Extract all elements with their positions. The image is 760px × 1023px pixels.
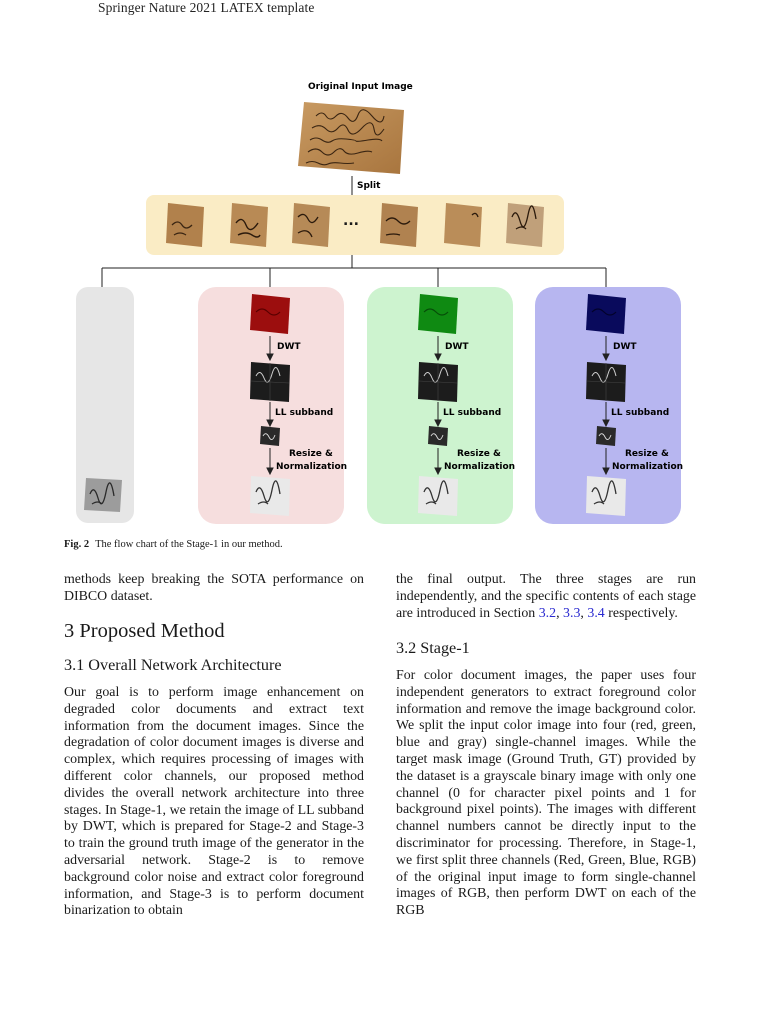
red-resize-label: Resize & (289, 449, 333, 459)
red-dwt-label: DWT (277, 342, 301, 352)
split-label: Split (357, 181, 381, 191)
original-input-image (298, 102, 404, 174)
blue-dwt-label: DWT (613, 342, 637, 352)
green-normalization-label: Normalization (444, 462, 516, 472)
right-para-stage1: For color document images, the paper use… (396, 668, 696, 919)
left-column: methods keep breaking the SOTA performan… (64, 572, 364, 606)
running-header: Springer Nature 2021 LATEX template (98, 0, 315, 15)
subsection-heading-3-1: 3.1 Overall Network Architecture (64, 656, 282, 674)
green-ll-label: LL subband (443, 408, 502, 418)
split-band (146, 195, 564, 255)
figure-caption-text: The flow chart of the Stage-1 in our met… (95, 539, 283, 550)
section-ref-3-2[interactable]: 3.2 (538, 605, 557, 621)
figure: Original Input Image Split (76, 82, 684, 524)
red-normalization-label: Normalization (276, 462, 348, 472)
split-patches (166, 203, 544, 247)
left-para-continued: methods keep breaking the SOTA performan… (64, 572, 364, 604)
blue-ll-label: LL subband (611, 408, 670, 418)
right-column: the final output. The three stages are r… (396, 572, 696, 622)
stage-pipelines (250, 294, 626, 516)
left-para-overall-architecture: Our goal is to perform image enhancement… (64, 685, 364, 919)
blue-normalization-label: Normalization (612, 462, 684, 472)
green-resize-label: Resize & (457, 449, 501, 459)
right-para-continued: the final output. The three stages are r… (396, 572, 696, 621)
green-dwt-label: DWT (445, 342, 469, 352)
figure-caption: Fig. 2 The flow chart of the Stage-1 in o… (64, 539, 283, 550)
subsection-heading-3-2: 3.2 Stage-1 (396, 639, 470, 657)
section-heading: 3 Proposed Method (64, 620, 225, 642)
input-image-label: Original Input Image (308, 82, 413, 92)
red-ll-label: LL subband (275, 408, 334, 418)
section-ref-3-3[interactable]: 3.3 (563, 605, 581, 621)
section-ref-3-4[interactable]: 3.4 (587, 605, 605, 621)
gray-channel-image (84, 478, 122, 512)
blue-resize-label: Resize & (625, 449, 669, 459)
figure-caption-label: Fig. 2 (64, 539, 90, 550)
split-ellipsis: ... (343, 213, 359, 229)
